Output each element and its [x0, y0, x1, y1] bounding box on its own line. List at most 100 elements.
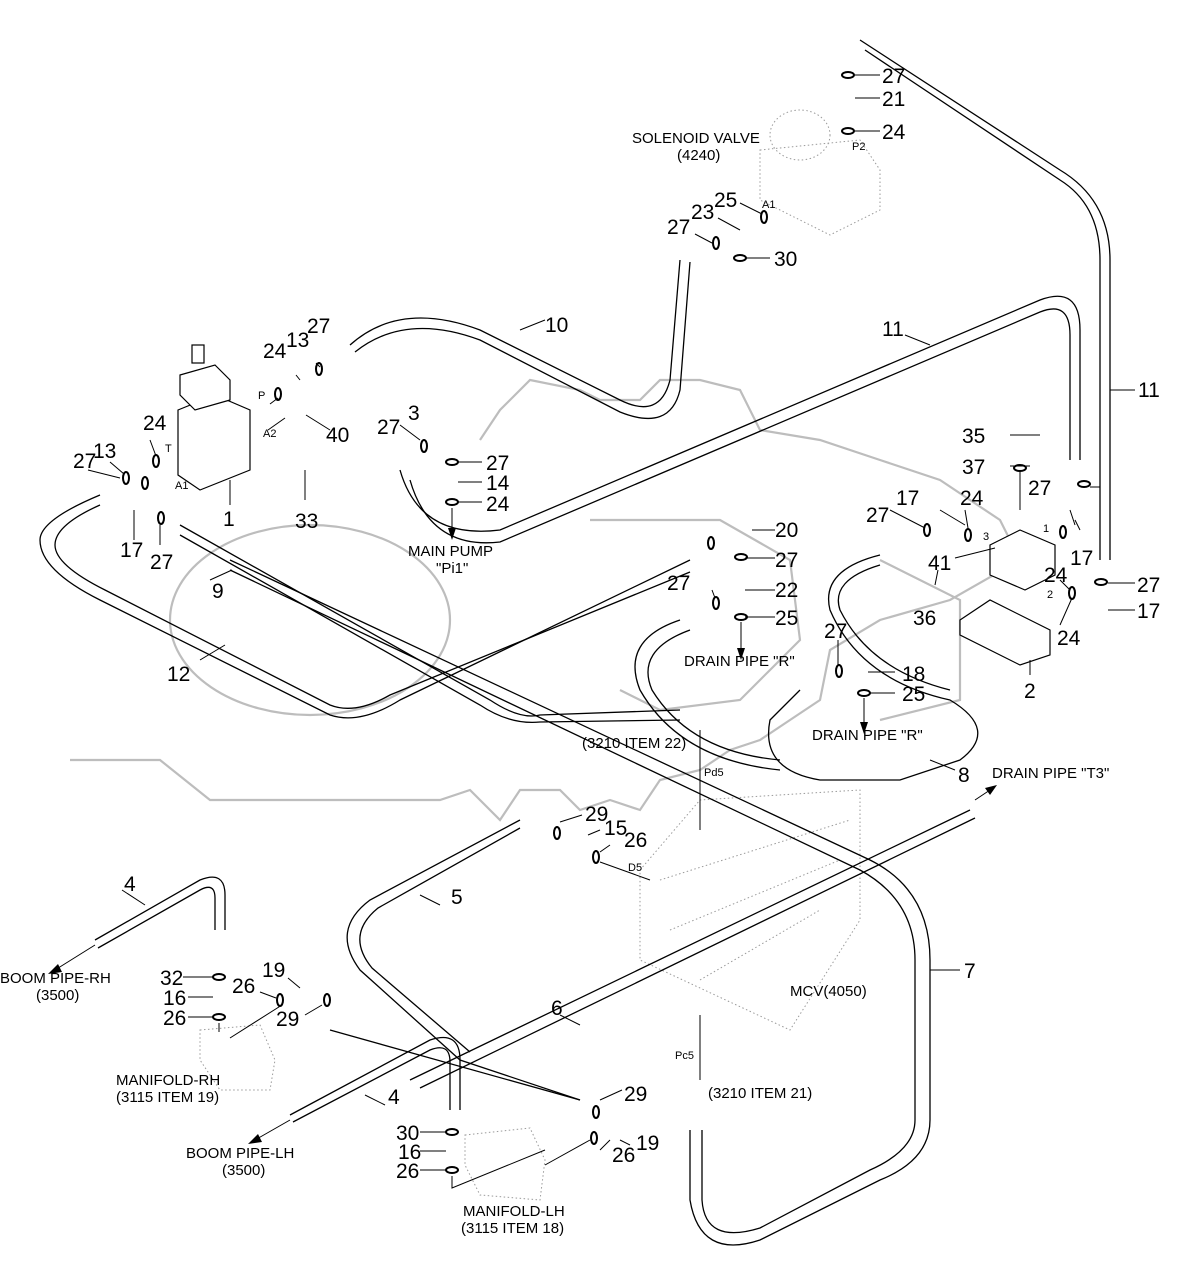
component-labels: SOLENOID VALVE (4240) MAIN PUMP "Pi1" DR… — [0, 130, 1109, 1237]
hose-8 — [768, 554, 979, 781]
callouts: 27 21 24 25 2 3 27 30 10 11 11 24 13 27 4… — [73, 65, 1160, 1183]
solenoid-valve-ref: (4240) — [677, 147, 720, 164]
manifold-lh-ghost — [464, 1127, 546, 1201]
callout: 27 — [866, 504, 889, 527]
callout: 24 — [263, 340, 287, 363]
callout: 17 — [120, 539, 143, 562]
boom-pipe-rh-label: BOOM PIPE-RH — [0, 970, 111, 987]
callout: 20 — [775, 519, 798, 542]
callout: 27 — [486, 452, 509, 475]
ref-3210-item21: (3210 ITEM 21) — [708, 1085, 812, 1102]
hose-11 — [859, 39, 1111, 560]
callout: 27 — [73, 450, 96, 473]
leader-lines — [87, 74, 1135, 1189]
callout: 32 — [160, 967, 183, 990]
hose-10 — [349, 259, 681, 408]
callout: 25 — [902, 683, 925, 706]
hose-4-lh — [289, 1036, 461, 1116]
port-pc5: Pc5 — [675, 1050, 694, 1062]
callout: 10 — [545, 314, 568, 337]
callout: 13 — [286, 329, 309, 352]
callout: 21 — [882, 88, 905, 111]
callout: 17 — [1137, 600, 1160, 623]
hose-9 — [179, 524, 681, 717]
manifold-lh-ref: (3115 ITEM 18) — [461, 1220, 564, 1237]
callout: 19 — [262, 959, 285, 982]
drain-pipe-r-label-2: DRAIN PIPE "R" — [812, 727, 923, 744]
callout: 27 — [377, 416, 400, 439]
callout: 26 — [612, 1144, 635, 1167]
callout: 13 — [93, 440, 116, 463]
callout: 12 — [167, 663, 190, 686]
hose-5 — [346, 819, 581, 1101]
port-pd5: Pd5 — [704, 767, 724, 779]
hose-11-long — [399, 295, 1081, 532]
hose-4-rh — [94, 876, 226, 941]
manifold-lh-label: MANIFOLD-LH — [463, 1203, 565, 1220]
callout: 24 — [1057, 627, 1081, 650]
callout: 33 — [295, 510, 318, 533]
callout: 25 — [714, 189, 737, 212]
hoses — [39, 39, 1111, 1246]
callout: 26 — [232, 975, 255, 998]
hose-7 — [229, 559, 931, 1246]
manifold-rh-label: MANIFOLD-RH — [116, 1072, 220, 1089]
callout: 17 — [1070, 547, 1093, 570]
callout: 27 — [824, 620, 847, 643]
hose-6 — [329, 809, 971, 1101]
callout: 9 — [212, 580, 224, 603]
callout: 24 — [960, 487, 984, 510]
callout: 11 — [882, 318, 904, 341]
port-p: P — [258, 390, 265, 402]
callout: 36 — [913, 607, 936, 630]
callout: 22 — [775, 579, 798, 602]
callout: 3 — [408, 402, 420, 425]
callout: 26 — [624, 829, 647, 852]
callout: 30 — [396, 1122, 419, 1145]
callout: 26 — [396, 1160, 419, 1183]
callout: 19 — [636, 1132, 659, 1155]
callout: 27 — [667, 216, 690, 239]
port-a2: A2 — [263, 428, 276, 440]
callout: 24 — [882, 121, 906, 144]
hose-drain-r — [634, 619, 781, 771]
solenoid-valve-label: SOLENOID VALVE — [632, 130, 760, 147]
drain-pipe-r-label-1: DRAIN PIPE "R" — [684, 653, 795, 670]
callout: 4 — [388, 1086, 400, 1109]
callout: 27 — [1028, 477, 1051, 500]
callout: 40 — [326, 424, 349, 447]
callout: 4 — [124, 873, 136, 896]
callout: 30 — [774, 248, 797, 271]
ref-3210-item22: (3210 ITEM 22) — [582, 735, 686, 752]
manifold-rh-ref: (3115 ITEM 19) — [116, 1089, 219, 1106]
callout: 7 — [964, 960, 976, 983]
main-pump-ref: "Pi1" — [436, 560, 468, 577]
callout: 41 — [928, 552, 951, 575]
callout: 11 — [1138, 379, 1160, 402]
callout: 18 — [902, 663, 925, 686]
boom-pipe-rh-ref: (3500) — [36, 987, 79, 1004]
callout: 25 — [775, 607, 798, 630]
hose-12 — [39, 494, 691, 719]
port-labels: P2 A1 P A2 T A1 Pd5 D5 Pc5 1 2 3 — [165, 141, 1053, 1062]
callout: 29 — [276, 1008, 299, 1031]
valve-block-1 — [177, 344, 251, 491]
callout: 14 — [486, 472, 510, 495]
callout: 24 — [143, 412, 167, 435]
port-a1-solenoid: A1 — [762, 199, 775, 211]
callout: 16 — [163, 987, 186, 1010]
callout: 27 — [882, 65, 905, 88]
callout: 24 — [1044, 564, 1068, 587]
port-block-3: 3 — [983, 531, 989, 543]
callout: 17 — [896, 487, 919, 510]
port-block-2: 2 — [1047, 589, 1053, 601]
callout: 8 — [958, 764, 970, 787]
callout: 26 — [163, 1007, 186, 1030]
arrows — [48, 510, 997, 1144]
callout: 29 — [624, 1083, 647, 1106]
watermark — [70, 378, 1022, 822]
callout: 6 — [551, 997, 563, 1020]
mcv-label: MCV(4050) — [790, 983, 867, 1000]
boom-pipe-lh-ref: (3500) — [222, 1162, 265, 1179]
